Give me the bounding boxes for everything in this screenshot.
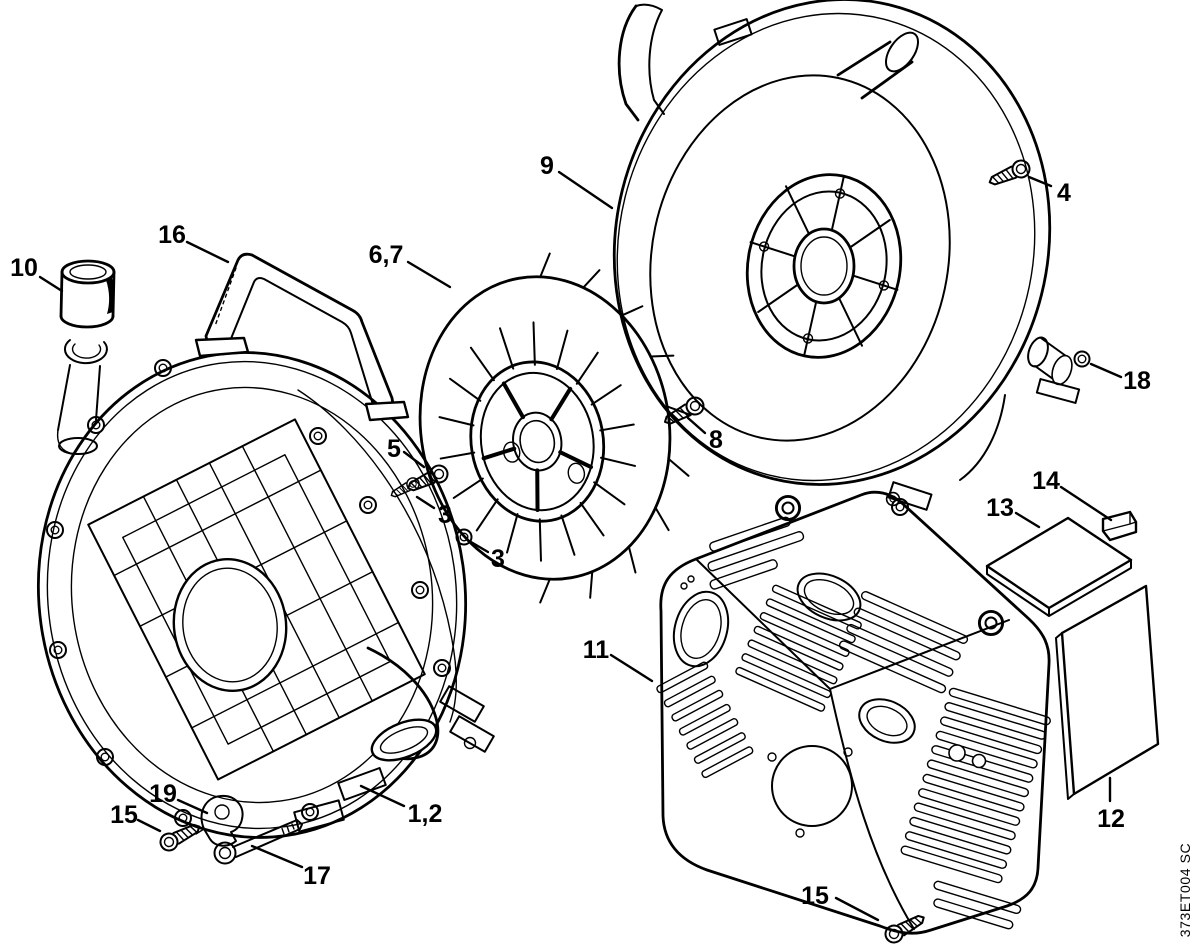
callout-5: 5 <box>387 435 426 469</box>
callout-9: 9 <box>540 152 614 210</box>
callout-15-bottom: 15 <box>801 882 880 922</box>
clip-14-drawing <box>1101 510 1138 542</box>
callout-label: 17 <box>303 862 331 890</box>
callout-label: 16 <box>158 221 186 249</box>
callout-label: 15 <box>110 801 138 829</box>
callout-14: 14 <box>1032 467 1113 522</box>
callout-4: 4 <box>1027 175 1071 207</box>
callout-17: 17 <box>250 844 331 890</box>
callout-label: 15 <box>801 882 829 910</box>
callout-label: 12 <box>1097 805 1125 833</box>
callout-label: 19 <box>149 780 177 808</box>
fan-housing-drawing <box>612 0 1081 516</box>
callout-label: 8 <box>709 426 723 454</box>
callout-13: 13 <box>986 494 1041 529</box>
nut-18-drawing <box>1073 350 1091 368</box>
callout-label: 13 <box>986 494 1014 522</box>
screw-15-left-drawing <box>156 817 205 855</box>
callout-label: 1,2 <box>408 800 443 828</box>
engine-cover-drawing <box>656 490 1051 935</box>
callout-15-left: 15 <box>110 801 162 833</box>
callout-label: 14 <box>1032 467 1060 495</box>
fan-wheel-drawing <box>418 252 691 604</box>
callout-8: 8 <box>686 416 723 454</box>
callout-label: 5 <box>387 435 401 463</box>
plate-12-drawing <box>1055 584 1160 800</box>
callout-19: 19 <box>149 780 209 815</box>
callout-1-2: 1,2 <box>359 784 443 828</box>
fuel-cap-drawing <box>56 259 116 455</box>
callout-12: 12 <box>1097 776 1125 833</box>
callout-3-nut: 3 <box>469 540 505 573</box>
callout-6-7: 6,7 <box>369 241 452 289</box>
callout-11: 11 <box>583 636 654 683</box>
callout-16: 16 <box>158 221 230 264</box>
drawing-code: 373ET004 SC <box>1177 843 1193 938</box>
callouts: 10 16 6,7 9 4 18 8 5 3 3 1,2 19 <box>10 152 1151 922</box>
bolt-17-drawing <box>213 819 303 865</box>
callout-3-screw: 3 <box>415 495 452 529</box>
carry-handle-drawing <box>194 252 410 422</box>
callout-label: 9 <box>540 152 554 180</box>
callout-label: 11 <box>583 636 610 664</box>
callout-10: 10 <box>10 254 64 293</box>
screw-4-drawing <box>985 156 1034 192</box>
callout-label: 10 <box>10 254 38 282</box>
callout-label: 6,7 <box>369 241 404 269</box>
callout-label: 3 <box>491 545 505 573</box>
callout-label: 4 <box>1057 179 1071 207</box>
plate-13-drawing <box>985 516 1133 617</box>
callout-label: 3 <box>438 501 452 529</box>
blower-housing-drawing <box>36 351 495 839</box>
callout-label: 18 <box>1123 367 1151 395</box>
clamp-19-drawing <box>195 794 244 847</box>
callout-18: 18 <box>1089 362 1151 395</box>
